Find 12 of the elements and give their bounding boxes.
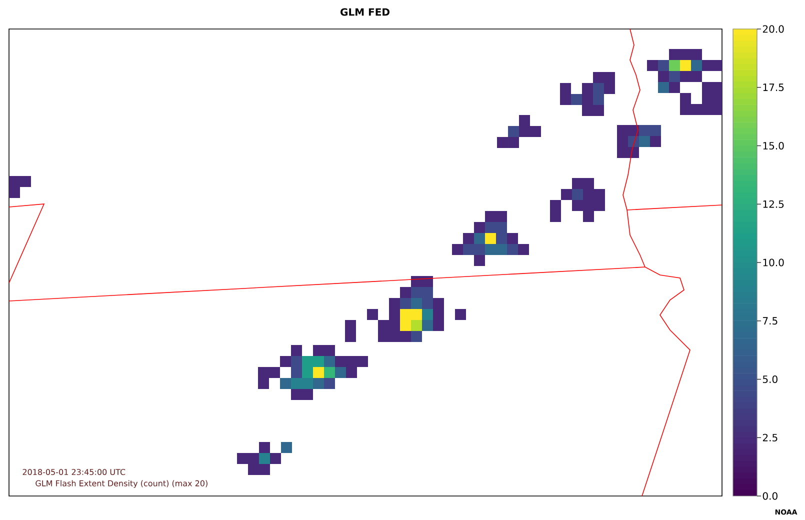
tick-label: 20.0	[762, 25, 784, 33]
tick-label: 2.5	[762, 434, 778, 442]
tick-label: 5.0	[762, 375, 778, 384]
tick-label: 10.0	[763, 258, 784, 266]
product-label: GLM Flash Extent Density (count) (max 20)	[36, 480, 208, 488]
chart-title: GLM FED	[340, 8, 390, 16]
tick-label: 17.5	[763, 84, 784, 92]
tick-label: 0.0	[762, 492, 778, 500]
tick-label: 15.0	[763, 142, 784, 150]
tick-label: 12.5	[763, 200, 784, 208]
timestamp-label: 2018-05-01 23:45:00 UTC	[22, 468, 126, 476]
tick-label: 7.5	[763, 317, 778, 325]
